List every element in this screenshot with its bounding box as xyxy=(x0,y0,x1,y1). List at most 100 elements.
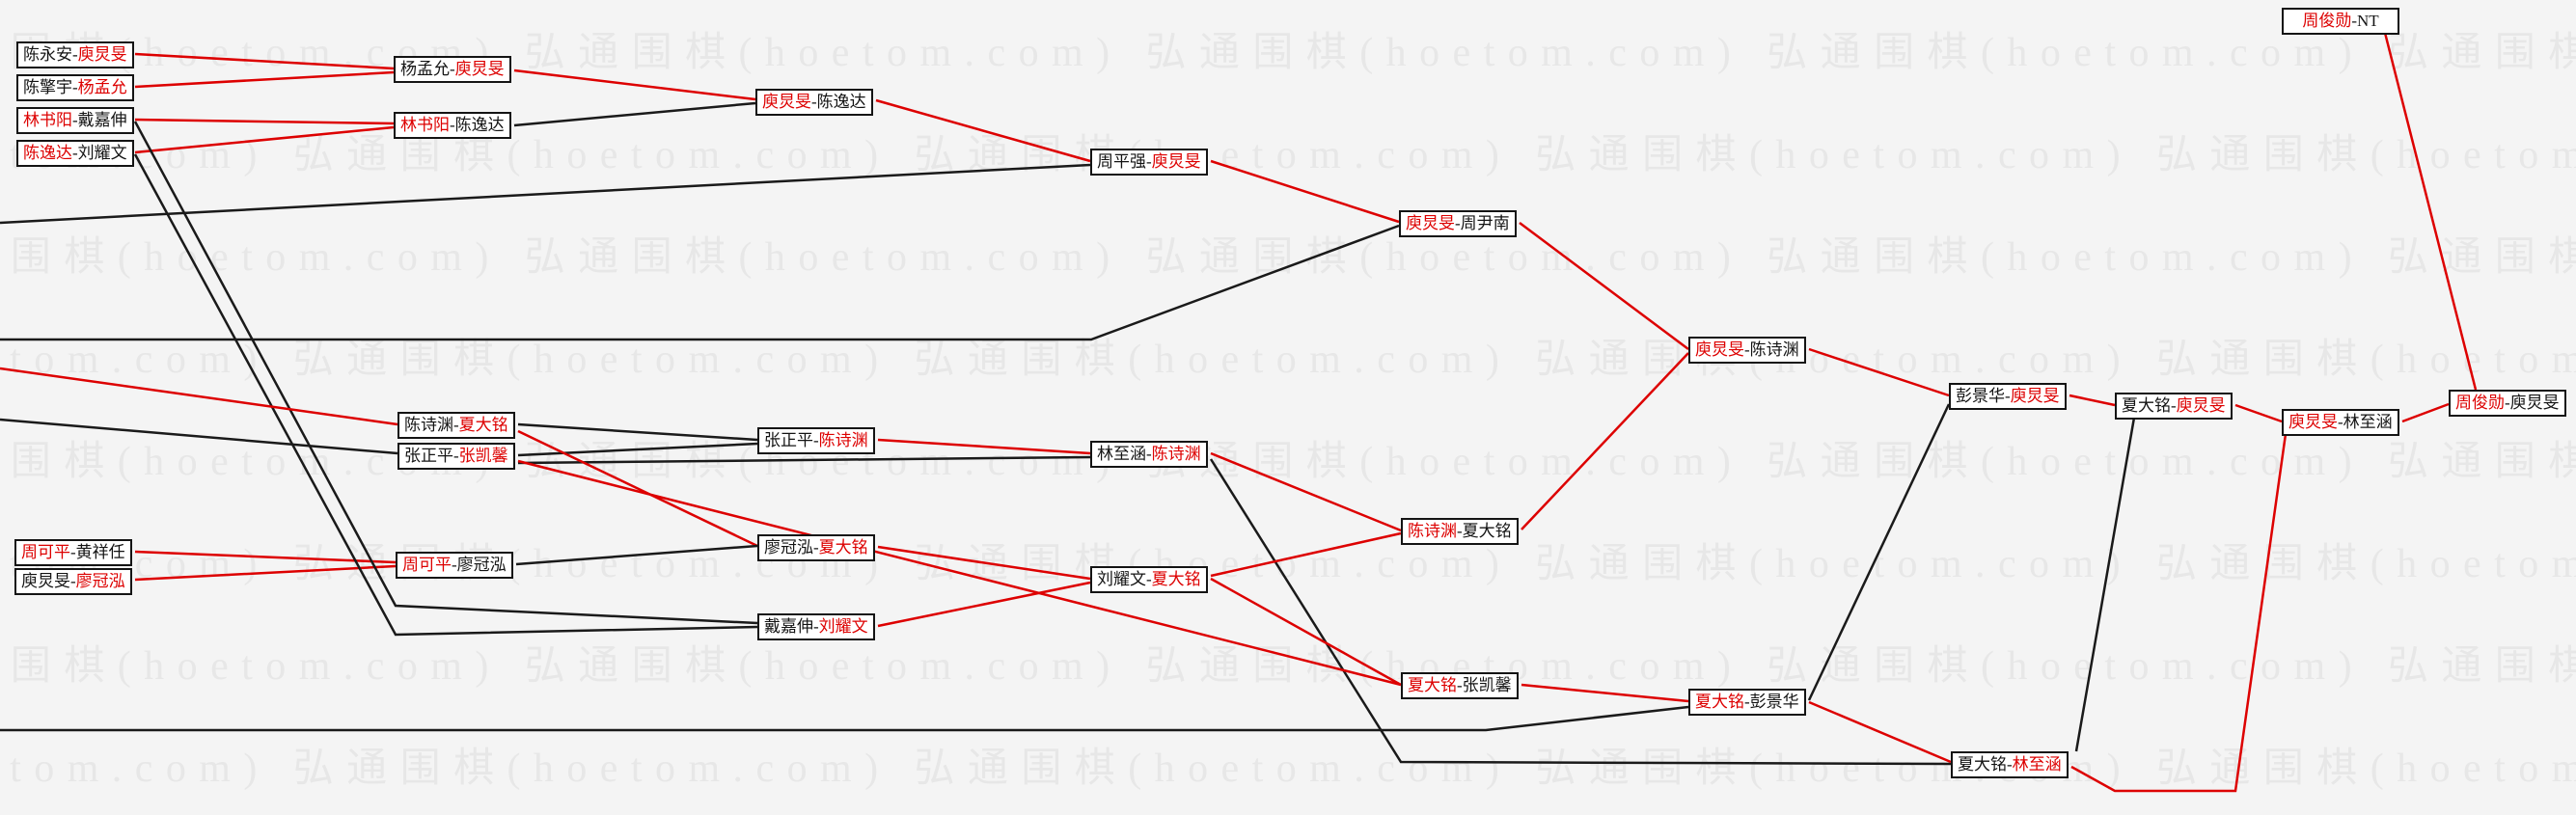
player-name-left: 陈擎宇 xyxy=(23,78,72,96)
vs-separator: - xyxy=(2351,12,2357,30)
match-box[interactable]: 杨孟允-庾炅旻 xyxy=(394,56,511,83)
match-box[interactable]: 夏大铭-彭景华 xyxy=(1688,689,1806,716)
match-box[interactable]: 张正平-陈诗渊 xyxy=(757,427,875,454)
bracket-edge-red xyxy=(1210,577,1402,687)
bracket-edge-black xyxy=(517,455,1091,465)
match-box[interactable]: 夏大铭-庾炅旻 xyxy=(2115,393,2233,420)
player-name-right: 杨孟允 xyxy=(77,78,127,96)
match-box[interactable]: 陈擎宇-杨孟允 xyxy=(16,74,134,101)
bracket-edge-red xyxy=(134,118,395,125)
player-name-right: 刘耀文 xyxy=(818,617,868,636)
vs-separator: - xyxy=(452,556,457,574)
match-box[interactable]: 夏大铭-林至涵 xyxy=(1951,751,2069,778)
match-box[interactable]: 刘耀文-夏大铭 xyxy=(1090,566,1208,593)
bracket-edge-black xyxy=(1209,458,1952,766)
match-box[interactable]: 庾炅旻-陈诗渊 xyxy=(1688,337,1806,364)
match-box[interactable]: 庾炅旻-陈逸达 xyxy=(755,89,873,116)
player-name-left: 彭景华 xyxy=(1956,387,2005,405)
match-box[interactable]: 陈诗渊-夏大铭 xyxy=(397,412,515,439)
bracket-edge-red xyxy=(2234,403,2283,423)
match-box[interactable]: 庾炅旻-周尹南 xyxy=(1399,210,1517,237)
player-name-left: 周可平 xyxy=(21,543,70,561)
match-box[interactable]: 陈永安-庾炅旻 xyxy=(16,41,134,68)
bracket-edge-black xyxy=(517,422,758,442)
vs-separator: - xyxy=(1457,676,1463,694)
match-box[interactable]: 戴嘉伸-刘耀文 xyxy=(757,613,875,640)
player-name-left: 周平强 xyxy=(1097,152,1146,171)
player-name-left: 陈诗渊 xyxy=(1408,522,1457,540)
vs-separator: - xyxy=(72,111,78,129)
bracket-edge-red xyxy=(1808,700,1952,764)
vs-separator: - xyxy=(450,60,455,78)
bracket-edge-black xyxy=(133,121,758,625)
player-name-left: 庾炅旻 xyxy=(2288,413,2338,431)
match-box[interactable]: 庾炅旻-林至涵 xyxy=(2282,409,2399,436)
player-name-left: 戴嘉伸 xyxy=(764,617,813,636)
match-box[interactable]: 周可平-黄祥任 xyxy=(14,539,132,566)
bracket-edge-red xyxy=(2070,433,2288,793)
bracket-edge-red xyxy=(1210,159,1400,224)
vs-separator: - xyxy=(450,116,455,134)
match-box[interactable]: 林至涵-陈诗渊 xyxy=(1090,441,1208,468)
bracket-edge-red xyxy=(1521,683,1689,703)
bracket-edge-black xyxy=(515,544,758,566)
match-box[interactable]: 陈逸达-刘耀文 xyxy=(16,140,134,167)
bracket-edge-red xyxy=(1808,347,1950,397)
player-name-left: 夏大铭 xyxy=(1958,755,2007,774)
bracket-edge-black xyxy=(0,224,1400,341)
match-box[interactable]: 林书阳-陈逸达 xyxy=(394,112,511,139)
match-box[interactable]: 张正平-张凯馨 xyxy=(397,443,515,470)
player-name-left: 庾炅旻 xyxy=(1695,340,1744,359)
vs-separator: - xyxy=(72,144,78,162)
match-box[interactable]: 周俊勋-NT xyxy=(2282,8,2399,35)
bracket-edge-red xyxy=(134,52,395,70)
player-name-left: 林至涵 xyxy=(1097,445,1146,463)
player-name-left: 杨孟允 xyxy=(400,60,450,78)
match-box[interactable]: 廖冠泓-夏大铭 xyxy=(757,534,875,561)
match-box[interactable]: 周可平-廖冠泓 xyxy=(396,552,513,579)
vs-separator: - xyxy=(1457,522,1463,540)
vs-separator: - xyxy=(453,416,459,434)
bracket-edge-red xyxy=(877,438,1091,455)
match-box[interactable]: 周平强-庾炅旻 xyxy=(1090,149,1208,176)
player-name-left: 林书阳 xyxy=(400,116,450,134)
bracket-edge-black xyxy=(517,442,758,457)
match-box[interactable]: 陈诗渊-夏大铭 xyxy=(1401,518,1519,545)
match-box[interactable]: 彭景华-庾炅旻 xyxy=(1949,383,2067,410)
player-name-left: 周可平 xyxy=(402,556,452,574)
bracket-edge-red xyxy=(1519,221,1689,351)
bracket-edge-red xyxy=(2069,394,2116,407)
player-name-left: 刘耀文 xyxy=(1097,570,1146,588)
vs-separator: - xyxy=(2505,394,2510,412)
match-box[interactable]: 林书阳-戴嘉伸 xyxy=(16,107,134,134)
bracket-edge-red xyxy=(134,550,397,564)
vs-separator: - xyxy=(453,447,459,465)
vs-separator: - xyxy=(1146,152,1152,171)
match-box[interactable]: 庾炅旻-廖冠泓 xyxy=(14,568,132,595)
player-name-right: 陈诗渊 xyxy=(1749,340,1799,359)
player-name-right: 林至涵 xyxy=(2343,413,2393,431)
player-name-right: 夏大铭 xyxy=(1462,522,1512,540)
player-name-left: 林书阳 xyxy=(23,111,72,129)
vs-separator: - xyxy=(1744,693,1750,711)
player-name-left: 张正平 xyxy=(404,447,453,465)
player-name-left: 夏大铭 xyxy=(2122,396,2171,415)
vs-separator: - xyxy=(2007,755,2013,774)
bracket-edge-red xyxy=(134,70,395,89)
bracket-edge-black xyxy=(0,418,398,455)
player-name-left: 陈逸达 xyxy=(23,144,72,162)
player-name-right: 戴嘉伸 xyxy=(77,111,127,129)
bracket-edge-red xyxy=(2383,32,2478,391)
player-name-right: 周尹南 xyxy=(1460,214,1510,232)
match-box[interactable]: 周俊勋-庾炅旻 xyxy=(2449,390,2566,417)
vs-separator: - xyxy=(72,45,78,64)
player-name-right: 彭景华 xyxy=(1749,693,1799,711)
player-name-right: 夏大铭 xyxy=(818,538,868,557)
player-name-left: 庾炅旻 xyxy=(1406,214,1455,232)
player-name-right: 张凯馨 xyxy=(458,447,508,465)
bracket-edge-red xyxy=(2401,402,2450,423)
match-box[interactable]: 夏大铭-张凯馨 xyxy=(1401,672,1519,699)
bracket-edge-red xyxy=(1210,531,1402,578)
player-name-right: 庾炅旻 xyxy=(2010,387,2060,405)
